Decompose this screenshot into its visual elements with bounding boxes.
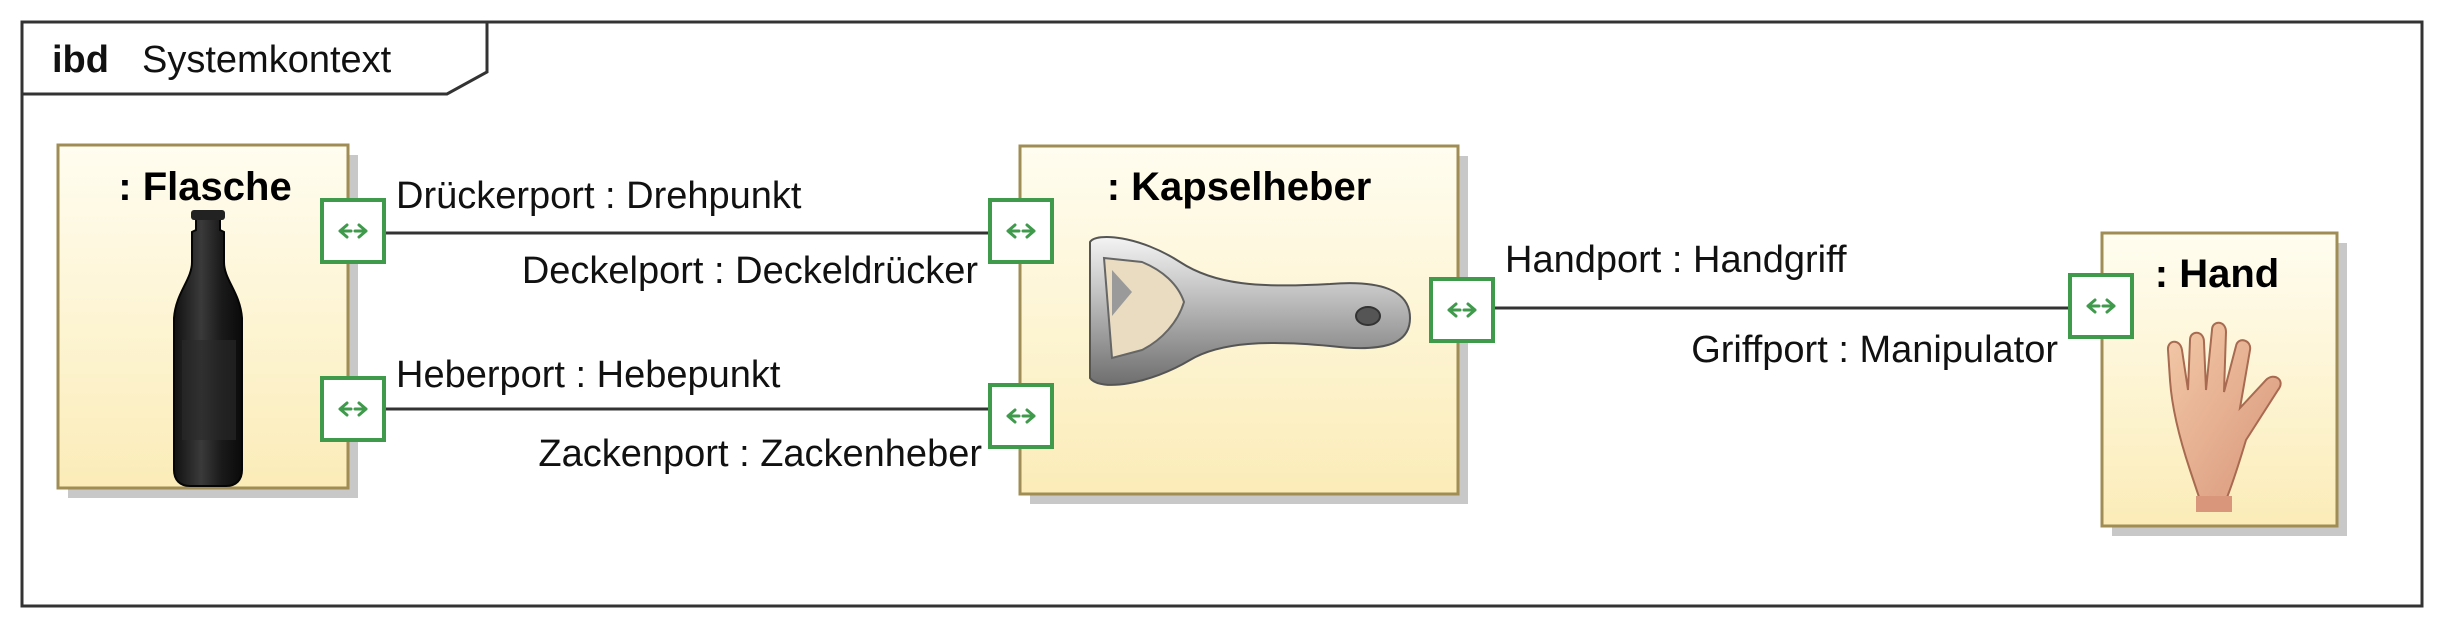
part-title-kapselheber: : Kapselheber bbox=[1107, 165, 1372, 209]
connector-label-griffport: Griffport : Manipulator bbox=[1691, 329, 2058, 371]
connectors bbox=[382, 231, 2070, 411]
port-zackenport[interactable] bbox=[988, 383, 1054, 449]
connector-label-heberport: Heberport : Hebepunkt bbox=[396, 354, 781, 396]
port-deckelport[interactable] bbox=[988, 198, 1054, 264]
connector-label-zackenport: Zackenport : Zackenheber bbox=[538, 433, 982, 475]
frame-name: Systemkontext bbox=[142, 39, 392, 81]
part-title-flasche: : Flasche bbox=[118, 165, 291, 209]
bottle-icon bbox=[173, 210, 243, 487]
bottle-opener-icon bbox=[1089, 236, 1412, 386]
port-heberport[interactable] bbox=[320, 376, 386, 442]
part-flasche[interactable]: : Flasche bbox=[56, 143, 358, 498]
connector-label-deckelport: Deckelport : Deckeldrücker bbox=[522, 250, 979, 292]
open-hand-icon bbox=[2166, 321, 2282, 512]
part-kapselheber[interactable]: : Kapselheber bbox=[1018, 144, 1468, 504]
port-griffport[interactable] bbox=[2068, 273, 2134, 339]
part-hand[interactable]: : Hand bbox=[2100, 231, 2347, 536]
port-drueckerport[interactable] bbox=[320, 198, 386, 264]
connector-label-drueckerport: Drückerport : Drehpunkt bbox=[396, 175, 802, 217]
port-handport[interactable] bbox=[1429, 277, 1495, 343]
part-title-hand: : Hand bbox=[2155, 252, 2279, 296]
connector-label-handport: Handport : Handgriff bbox=[1505, 239, 1847, 281]
frame-kind: ibd bbox=[52, 39, 109, 81]
